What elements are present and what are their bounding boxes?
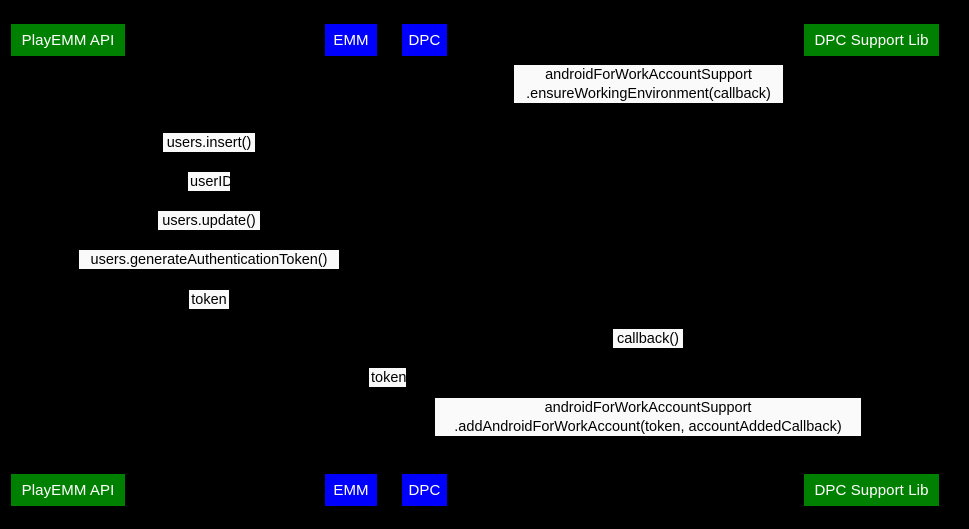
message-label-line: users.generateAuthenticationToken() — [90, 252, 328, 268]
footer-participant-label-dpc: DPC — [408, 481, 441, 499]
message-label-line: users.update() — [162, 213, 256, 229]
arrow-shaft-callback — [425, 351, 871, 352]
message-label-line: users.insert() — [166, 135, 252, 151]
message-label-line: token — [191, 292, 227, 308]
message-label-users-generate-authentication-token: users.generateAuthenticationToken() — [78, 249, 340, 270]
lifeline-emm — [351, 56, 352, 474]
header-participant-label-dpc-support-lib: DPC Support Lib — [814, 31, 929, 49]
header-participant-label-dpc: DPC — [408, 31, 441, 49]
arrow-head-token-to-emm — [343, 308, 351, 316]
message-label-token-to-dpc: token — [368, 367, 407, 388]
footer-participant-playemm-api[interactable]: PlayEMM API — [11, 474, 125, 506]
arrow-shaft-ensure-working-environment — [425, 106, 871, 107]
message-label-user-id: userID — [187, 171, 233, 192]
footer-participant-label-playemm-api: PlayEMM API — [21, 481, 115, 499]
message-label-line: .ensureWorkingEnvironment(callback) — [526, 86, 771, 102]
arrow-head-callback — [425, 347, 433, 355]
footer-participant-label-emm: EMM — [333, 481, 369, 499]
arrow-shaft-users-insert — [68, 155, 351, 156]
header-participant-dpc-support-lib[interactable]: DPC Support Lib — [804, 24, 939, 56]
message-label-ensure-working-environment: androidForWorkAccountSupport .ensureWorki… — [513, 64, 784, 104]
message-label-add-android-for-work-account: androidForWorkAccountSupport .addAndroidF… — [434, 397, 862, 437]
header-participant-label-emm: EMM — [333, 31, 369, 49]
arrow-shaft-add-android-for-work-account — [425, 439, 871, 440]
arrow-head-user-id — [343, 190, 351, 198]
footer-participant-dpc-support-lib[interactable]: DPC Support Lib — [804, 474, 939, 506]
arrow-head-users-insert — [68, 151, 76, 159]
header-participant-emm[interactable]: EMM — [325, 24, 377, 56]
lifeline-dpc-support-lib — [871, 56, 872, 474]
arrow-head-add-android-for-work-account — [863, 435, 871, 443]
message-label-users-update: users.update() — [157, 210, 261, 231]
arrow-head-ensure-working-environment — [863, 102, 871, 110]
arrow-head-token-to-dpc — [417, 386, 425, 394]
message-label-token-to-emm: token — [188, 289, 230, 310]
message-label-line: token — [371, 370, 407, 386]
header-participant-label-playemm-api: PlayEMM API — [21, 31, 115, 49]
message-label-line: callback() — [616, 331, 680, 347]
arrow-shaft-users-generate-authentication-token — [68, 272, 351, 273]
footer-participant-dpc[interactable]: DPC — [402, 474, 447, 506]
arrow-shaft-token-to-emm — [68, 312, 351, 313]
message-label-users-insert: users.insert() — [162, 132, 256, 153]
header-participant-playemm-api[interactable]: PlayEMM API — [11, 24, 125, 56]
arrow-shaft-user-id — [68, 194, 351, 195]
footer-participant-label-dpc-support-lib: DPC Support Lib — [814, 481, 929, 499]
message-label-line: userID — [190, 174, 233, 190]
arrow-head-users-update — [68, 229, 76, 237]
lifeline-playemm-api — [68, 56, 69, 474]
lifeline-dpc — [425, 56, 426, 474]
message-label-line: .addAndroidForWorkAccount(token, account… — [454, 419, 842, 435]
message-label-callback: callback() — [612, 328, 684, 349]
header-participant-dpc[interactable]: DPC — [402, 24, 447, 56]
arrow-shaft-users-update — [68, 233, 351, 234]
footer-participant-emm[interactable]: EMM — [325, 474, 377, 506]
arrow-shaft-token-to-dpc — [351, 390, 425, 391]
arrow-head-users-generate-authentication-token — [68, 268, 76, 276]
message-label-line: androidForWorkAccountSupport — [545, 67, 752, 83]
message-label-line: androidForWorkAccountSupport — [544, 400, 752, 416]
